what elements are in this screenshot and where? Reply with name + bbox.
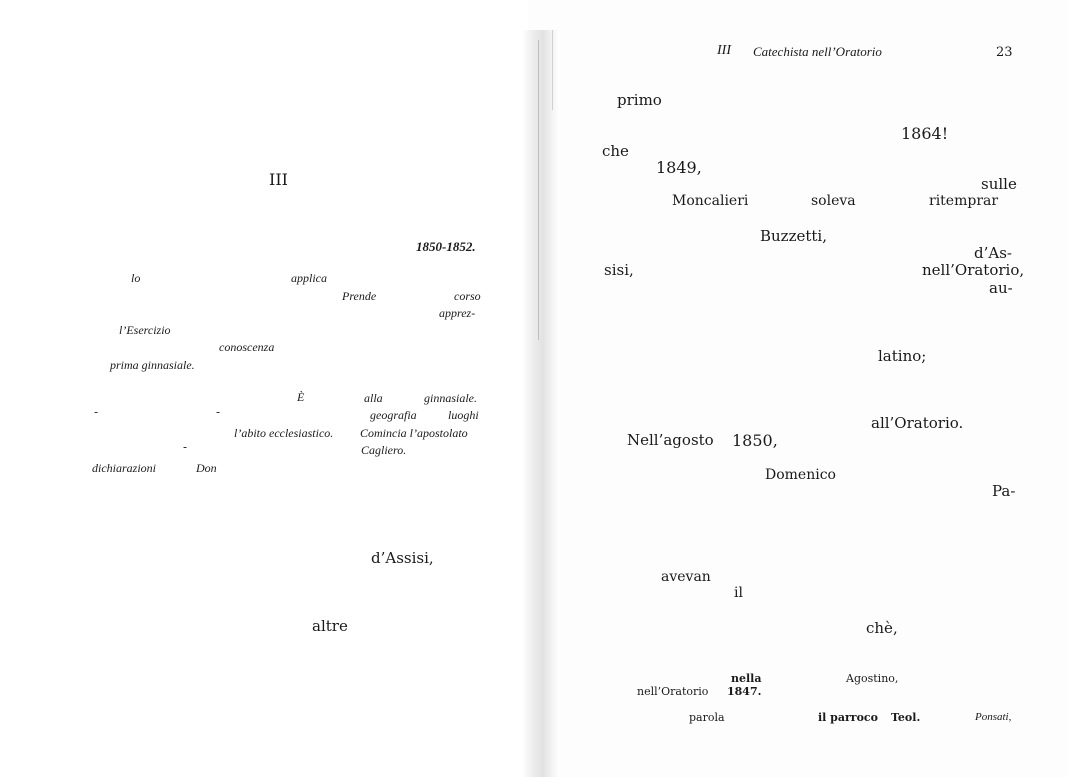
- summary-dash: -: [216, 405, 221, 419]
- body-word: Moncalieri: [672, 193, 749, 209]
- body-word: che: [602, 142, 629, 160]
- footnote-word: parola: [689, 711, 725, 724]
- footnote-word: nella: [731, 672, 762, 685]
- body-word: Domenico: [765, 467, 836, 483]
- left-page: [0, 0, 528, 777]
- gutter-shadow-line: [538, 40, 539, 340]
- body-word: 1849,: [656, 158, 702, 177]
- body-word: d’As-: [974, 244, 1012, 262]
- body-word: sulle: [981, 175, 1017, 193]
- summary-word: prima ginnasiale.: [110, 358, 195, 372]
- summary-dash: -: [94, 405, 99, 419]
- summary-word: l’abito ecclesiastico.: [234, 426, 334, 440]
- summary-word: È: [297, 390, 305, 404]
- summary-word: Don: [196, 461, 217, 475]
- body-word: soleva: [811, 193, 856, 209]
- page-number: 23: [996, 45, 1013, 60]
- body-word: 1864!: [901, 124, 949, 143]
- header-chapter-number: III: [717, 43, 731, 58]
- summary-word: apprez-: [439, 306, 476, 320]
- summary-word: alla: [364, 391, 383, 405]
- footnote-word: Teol.: [891, 711, 921, 724]
- right-page: [528, 0, 1068, 777]
- body-word: il: [734, 585, 743, 601]
- summary-word: dichiarazioni: [92, 461, 157, 475]
- summary-word: Cagliero.: [361, 443, 407, 457]
- body-word: d’Assisi,: [371, 549, 434, 567]
- body-word: chè,: [866, 619, 898, 637]
- body-word: altre: [312, 617, 348, 635]
- summary-word: geografia: [370, 408, 417, 422]
- body-word: all’Oratorio.: [871, 414, 964, 432]
- footnote-word: il parroco: [818, 711, 878, 724]
- body-word: Pa-: [992, 482, 1016, 500]
- running-title: Catechista nell’Oratorio: [753, 44, 882, 59]
- summary-word: corso: [454, 289, 481, 303]
- summary-word: l’Esercizio: [119, 323, 171, 337]
- body-word: sisi,: [604, 261, 634, 279]
- footnote-word: nell’Oratorio: [637, 685, 709, 698]
- body-word: latino;: [878, 347, 927, 365]
- body-word: Buzzetti,: [760, 227, 827, 245]
- summary-dash: -: [183, 440, 188, 454]
- body-word: avevan: [661, 569, 711, 585]
- footnote-word: 1847.: [727, 685, 762, 698]
- book-gutter: [522, 30, 560, 777]
- summary-word: Comincia l’apostolato: [360, 426, 468, 440]
- summary-word: ginnasiale.: [424, 391, 477, 405]
- summary-word: lo: [131, 271, 141, 285]
- footnote-word: Agostino,: [846, 672, 899, 685]
- summary-word: Prende: [342, 289, 377, 303]
- gutter-shadow-line: [552, 30, 553, 110]
- body-word: Nell’agosto: [627, 431, 714, 449]
- summary-word: luoghi: [448, 408, 479, 422]
- footnote-word: Ponsati,: [975, 711, 1012, 723]
- body-word: primo: [617, 91, 662, 109]
- body-word: ritemprar: [929, 193, 999, 209]
- chapter-heading: III: [269, 170, 288, 189]
- body-word: nell’Oratorio,: [922, 261, 1025, 279]
- body-word: au-: [989, 279, 1013, 297]
- body-word: 1850,: [732, 431, 778, 450]
- summary-word: applica: [291, 271, 327, 285]
- chapter-years: 1850-1852.: [416, 239, 476, 254]
- summary-word: conoscenza: [219, 340, 275, 354]
